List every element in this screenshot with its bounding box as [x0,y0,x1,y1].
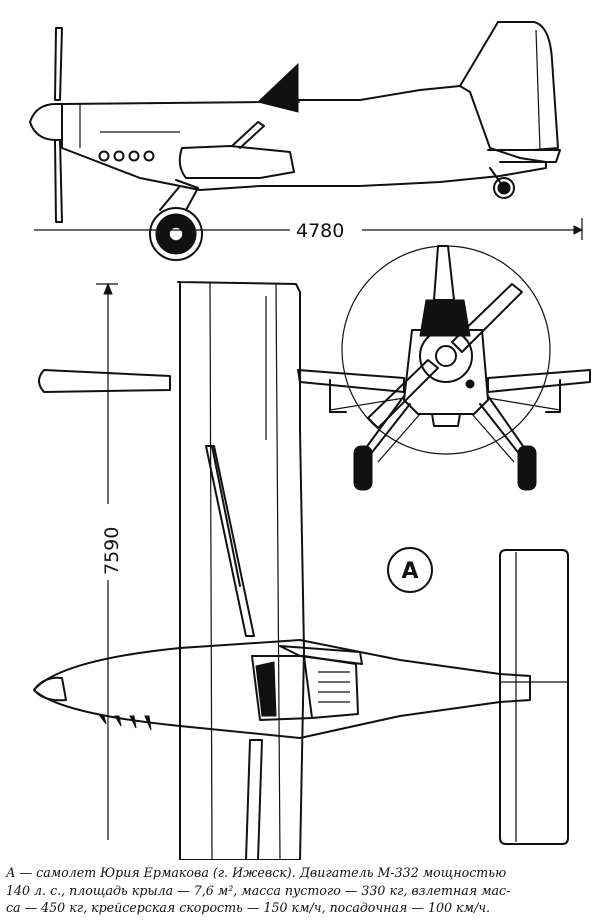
side-main-gear [149,179,203,261]
caption-line-2: 140 л. с., площадь крыла — 7,6 м², масса… [6,882,511,898]
figure-caption: А — самолет Юрия Ермакова (г. Ижевск). Д… [6,864,610,917]
dimension-length: 4780 [34,218,584,242]
length-label: 4780 [296,220,344,242]
front-fuselage [403,329,489,415]
side-fuselage [61,85,547,191]
caption-line-1: А — самолет Юрия Ермакова (г. Ижевск). Д… [6,865,507,880]
three-view-drawing: 4780 7590 [29,21,591,860]
side-tail-wheel [489,167,515,199]
dimension-span: 7590 [96,282,123,840]
view-letter-badge: A [387,547,433,593]
top-pitot [38,369,171,393]
side-vertical-tail [459,21,559,151]
top-wing [177,281,305,860]
top-fuselage [33,639,531,739]
front-wheels [353,445,537,491]
front-view [297,245,591,491]
front-wing [297,369,405,393]
span-label: 7590 [101,527,123,575]
side-propeller [29,27,63,223]
side-canopy [256,62,299,113]
caption-line-3: са — 450 кг, крейсерская скорость — 150 … [6,900,491,915]
top-cockpit [251,645,363,721]
side-view: 4780 [29,21,584,261]
exhaust-ports [98,150,155,162]
side-wing [178,145,295,179]
top-horizontal-tail [499,549,569,845]
top-view: 7590 [33,281,569,860]
badge-letter: A [401,559,418,584]
exhaust-ticks [99,715,152,731]
